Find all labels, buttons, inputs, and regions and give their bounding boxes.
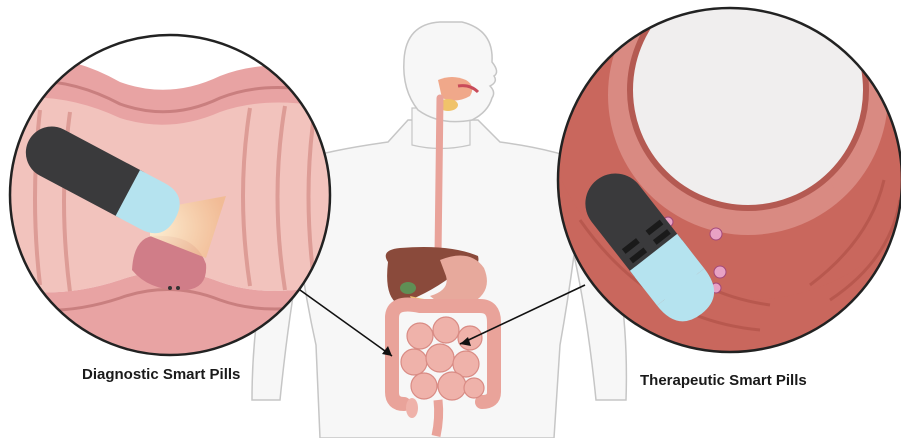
therapeutic-label: Therapeutic Smart Pills — [640, 372, 807, 389]
diagnostic-label: Diagnostic Smart Pills — [82, 366, 240, 383]
